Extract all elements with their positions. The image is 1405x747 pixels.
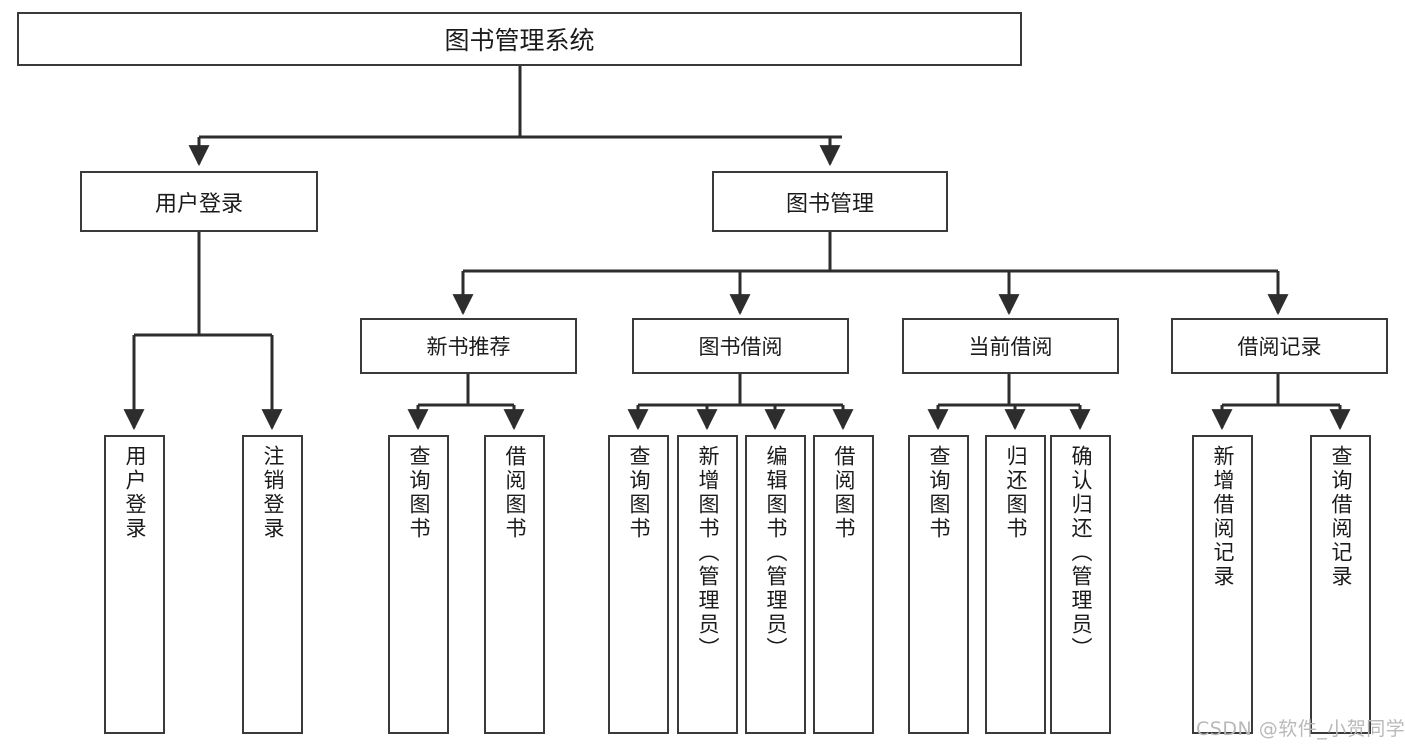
leaf-query-book-recommend[interactable]: 查询图书 [388,435,449,734]
node-label: 新书推荐 [426,335,511,359]
node-label: 编辑图书（管理员） [764,445,788,661]
node-label: 用户登录 [154,191,243,217]
node-label: 确认归还（管理员） [1069,445,1093,661]
leaf-borrow-book-recommend[interactable]: 借阅图书 [484,435,545,734]
leaf-return-book[interactable]: 归还图书 [985,435,1046,734]
node-label: 查询借阅记录 [1329,445,1353,589]
leaf-logout[interactable]: 注销登录 [242,435,303,734]
node-label: 注销登录 [261,445,285,541]
node-label: 借阅记录 [1237,335,1322,359]
leaf-edit-book-admin[interactable]: 编辑图书（管理员） [745,435,806,734]
node-label: 图书管理 [785,191,874,217]
node-label: 借阅图书 [503,445,527,541]
leaf-user-login[interactable]: 用户登录 [104,435,165,734]
node-label: 查询图书 [627,445,651,541]
leaf-confirm-return-admin[interactable]: 确认归还（管理员） [1050,435,1111,734]
leaf-query-book-current[interactable]: 查询图书 [908,435,969,734]
leaf-add-borrow-record[interactable]: 新增借阅记录 [1192,435,1253,734]
node-book-management[interactable]: 图书管理 [712,171,948,232]
leaf-borrow-book[interactable]: 借阅图书 [813,435,874,734]
node-borrow-record[interactable]: 借阅记录 [1171,318,1388,374]
node-new-book-recommend[interactable]: 新书推荐 [360,318,577,374]
node-user-login[interactable]: 用户登录 [80,171,318,232]
leaf-query-book-borrow[interactable]: 查询图书 [608,435,669,734]
node-label: 归还图书 [1004,445,1028,541]
node-label: 新增图书（管理员） [696,445,720,661]
leaf-add-book-admin[interactable]: 新增图书（管理员） [677,435,738,734]
node-label: 查询图书 [927,445,951,541]
node-current-borrow[interactable]: 当前借阅 [902,318,1119,374]
node-label: 借阅图书 [832,445,856,541]
node-label: 用户登录 [123,445,147,541]
node-label: 当前借阅 [968,335,1053,359]
node-label: 图书管理系统 [444,26,595,55]
csdn-watermark: CSDN @软件_小贺同学 [1196,718,1405,740]
node-label: 新增借阅记录 [1211,445,1235,589]
leaf-query-borrow-record[interactable]: 查询借阅记录 [1310,435,1371,734]
node-label: 查询图书 [407,445,431,541]
node-root-system[interactable]: 图书管理系统 [17,12,1022,66]
node-book-borrow[interactable]: 图书借阅 [632,318,849,374]
node-label: 图书借阅 [698,335,783,359]
